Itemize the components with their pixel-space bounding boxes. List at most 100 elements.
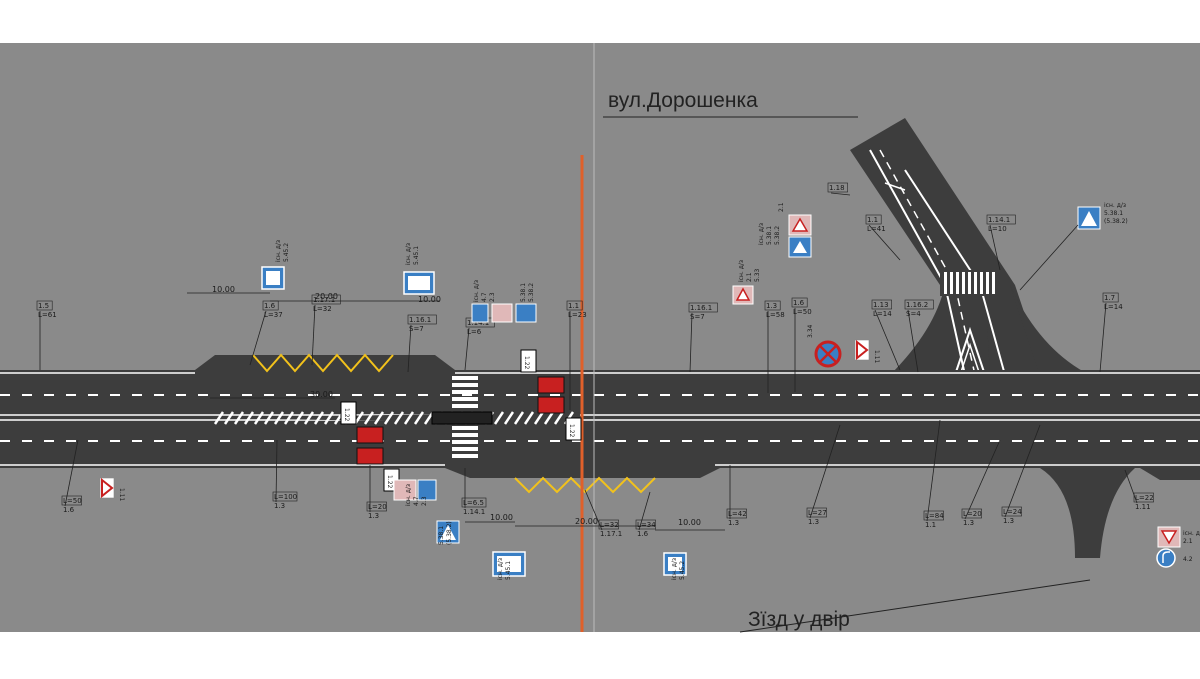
dim-10-left: 10.00 bbox=[212, 285, 235, 294]
marking-text: L=20 bbox=[368, 503, 387, 511]
marking-text: 1.16.1 bbox=[690, 304, 712, 312]
svg-text:1.11: 1.11 bbox=[873, 350, 880, 364]
svg-text:існ. д/з: існ. д/з bbox=[473, 280, 480, 302]
marking-text: 1.16.2 bbox=[906, 301, 928, 309]
svg-text:5.38.1: 5.38.1 bbox=[766, 226, 773, 245]
svg-text:1.22: 1.22 bbox=[568, 424, 575, 438]
pedestrian-island bbox=[431, 411, 493, 425]
marking-text: 1.6 bbox=[63, 506, 75, 514]
marking-m-1-1-l23: 1.1L=23 bbox=[566, 300, 587, 410]
svg-text:5.45.1: 5.45.1 bbox=[505, 561, 512, 580]
marking-m-1-3-l58: 1.3L=58 bbox=[764, 300, 785, 393]
svg-text:4.7: 4.7 bbox=[481, 292, 488, 302]
marking-text: S=7 bbox=[690, 313, 705, 321]
marking-text: L=27 bbox=[808, 509, 827, 517]
marking-m-1-16-1-s7: 1.16.1S=7 bbox=[407, 314, 437, 373]
marking-text: 1.16.1 bbox=[409, 316, 431, 324]
marking-m-1-7-l14: 1.7L=14 bbox=[1099, 292, 1123, 373]
marking-text: 1.17.1 bbox=[313, 296, 335, 304]
marking-text: 1.3 bbox=[766, 302, 777, 310]
sign-s-1-11-a: 1.11 bbox=[99, 477, 125, 502]
main-road bbox=[0, 355, 1200, 478]
marking-text: 1.3 bbox=[808, 518, 819, 526]
marking-text: L=6.5 bbox=[463, 499, 484, 507]
svg-text:існ. д/з: існ. д/з bbox=[405, 243, 412, 265]
svg-text:існ. д/з: існ. д/з bbox=[671, 558, 678, 580]
sign-s-1-22-a: 1.22 bbox=[520, 349, 537, 373]
marking-text: 1.6 bbox=[637, 530, 649, 538]
svg-text:5.33: 5.33 bbox=[754, 268, 761, 282]
marking-m-1-1-l41: 1.1L=41 bbox=[865, 214, 901, 261]
marking-text: 1.1 bbox=[568, 302, 579, 310]
svg-text:існ. д/з: існ. д/з bbox=[405, 484, 412, 506]
marking-b-l42-1-3: L=421.3 bbox=[726, 465, 747, 527]
svg-text:2.1: 2.1 bbox=[746, 272, 753, 282]
street-name-doroshenka: вул.Дорошенка bbox=[608, 89, 758, 112]
marking-m-1-16-2-s4: 1.16.2S=4 bbox=[904, 299, 934, 373]
svg-text:2.3: 2.3 bbox=[421, 496, 428, 506]
marking-text: 1.3 bbox=[1003, 517, 1014, 525]
marking-text: 1.3 bbox=[368, 512, 379, 520]
marking-text: L=100 bbox=[274, 493, 297, 501]
marking-m-1-14-1-l10: 1.14.1L=10 bbox=[986, 214, 1016, 271]
svg-text:існ. д/з: існ. д/з bbox=[1183, 530, 1200, 537]
marking-b-l27-1-3: L=271.3 bbox=[806, 424, 841, 526]
marking-text: L=50 bbox=[793, 308, 812, 316]
marking-text: L=24 bbox=[1003, 508, 1022, 516]
sign-s-1-11-b: 1.11 bbox=[854, 339, 880, 364]
marking-text: L=42 bbox=[728, 510, 747, 518]
marking-b-l32-1-17-1: L=321.17.1 bbox=[584, 489, 622, 538]
sign-right-top: існ. д/з5.38.1(5.38.2) bbox=[1019, 202, 1128, 291]
svg-text:існ. д/з: існ. д/з bbox=[275, 240, 282, 262]
marking-text: 1.14.1 bbox=[463, 508, 485, 516]
marking-b-l84-1-1: L=841.1 bbox=[923, 419, 944, 529]
svg-text:2.3: 2.3 bbox=[489, 292, 496, 302]
marking-text: 1.6 bbox=[793, 299, 805, 307]
svg-text:5.45.2: 5.45.2 bbox=[679, 561, 686, 580]
marking-text: 1.3 bbox=[728, 519, 739, 527]
marking-text: L=32 bbox=[313, 305, 332, 313]
sign-bottom-5-38: 5.38.1(5.38.2) bbox=[436, 520, 460, 545]
marking-b-l50-1-6: L=501.6 bbox=[61, 439, 82, 514]
sign-right-2-1: існ. д/з2.1 4.2 bbox=[1156, 526, 1200, 568]
svg-text:5.38.1: 5.38.1 bbox=[438, 526, 445, 545]
marking-m-1-16-1-s7-b: 1.16.1S=7 bbox=[688, 302, 718, 373]
svg-text:1.22: 1.22 bbox=[343, 408, 350, 422]
marking-text: L=6 bbox=[467, 328, 482, 336]
svg-text:1.22: 1.22 bbox=[386, 475, 393, 489]
marking-text: 1.1 bbox=[925, 521, 936, 529]
marking-text: 1.3 bbox=[963, 519, 974, 527]
marking-m-1-17-1-l32: 1.17.1L=32 bbox=[311, 294, 341, 366]
marking-m-1-6-l37: 1.6L=37 bbox=[249, 300, 283, 366]
marking-m-1-6-l50: 1.6L=50 bbox=[791, 297, 812, 392]
marking-text: 1.11 bbox=[1135, 503, 1151, 511]
marking-callouts: 1.5L=611.6L=371.17.1L=321.16.1S=71.14.1L… bbox=[36, 182, 1154, 538]
marking-text: L=10 bbox=[988, 225, 1007, 233]
svg-text:4.2: 4.2 bbox=[1183, 556, 1193, 563]
marking-m-1-18: 1.18 bbox=[827, 182, 851, 196]
marking-text: L=61 bbox=[38, 311, 57, 319]
svg-text:4.7: 4.7 bbox=[413, 496, 420, 506]
speed-bumps bbox=[356, 376, 565, 465]
marking-text: S=7 bbox=[409, 325, 424, 333]
marking-text: L=22 bbox=[1135, 494, 1154, 502]
driveway bbox=[1040, 468, 1135, 558]
marking-b-l24-1-3: L=241.3 bbox=[1001, 424, 1041, 525]
marking-b-l20-1-3-b: L=201.3 bbox=[961, 439, 1001, 527]
marking-text: L=50 bbox=[63, 497, 82, 505]
sign-3-34-no-stopping: 3.34 bbox=[807, 324, 842, 368]
svg-text:існ. д/з: існ. д/з bbox=[497, 558, 504, 580]
sign-s-1-22-b: 1.22 bbox=[340, 401, 357, 425]
side-road-doroshenka bbox=[850, 118, 1045, 375]
marking-text: 1.14.1 bbox=[467, 319, 489, 327]
marking-text: 1.3 bbox=[274, 502, 285, 510]
marking-b-l34-1-6: L=341.6 bbox=[635, 491, 656, 538]
svg-text:2.1: 2.1 bbox=[1183, 538, 1193, 545]
marking-text: L=84 bbox=[925, 512, 944, 520]
dim-20-left: 20.00 bbox=[315, 292, 338, 301]
dim-10-left-b: 10.00 bbox=[418, 295, 441, 304]
